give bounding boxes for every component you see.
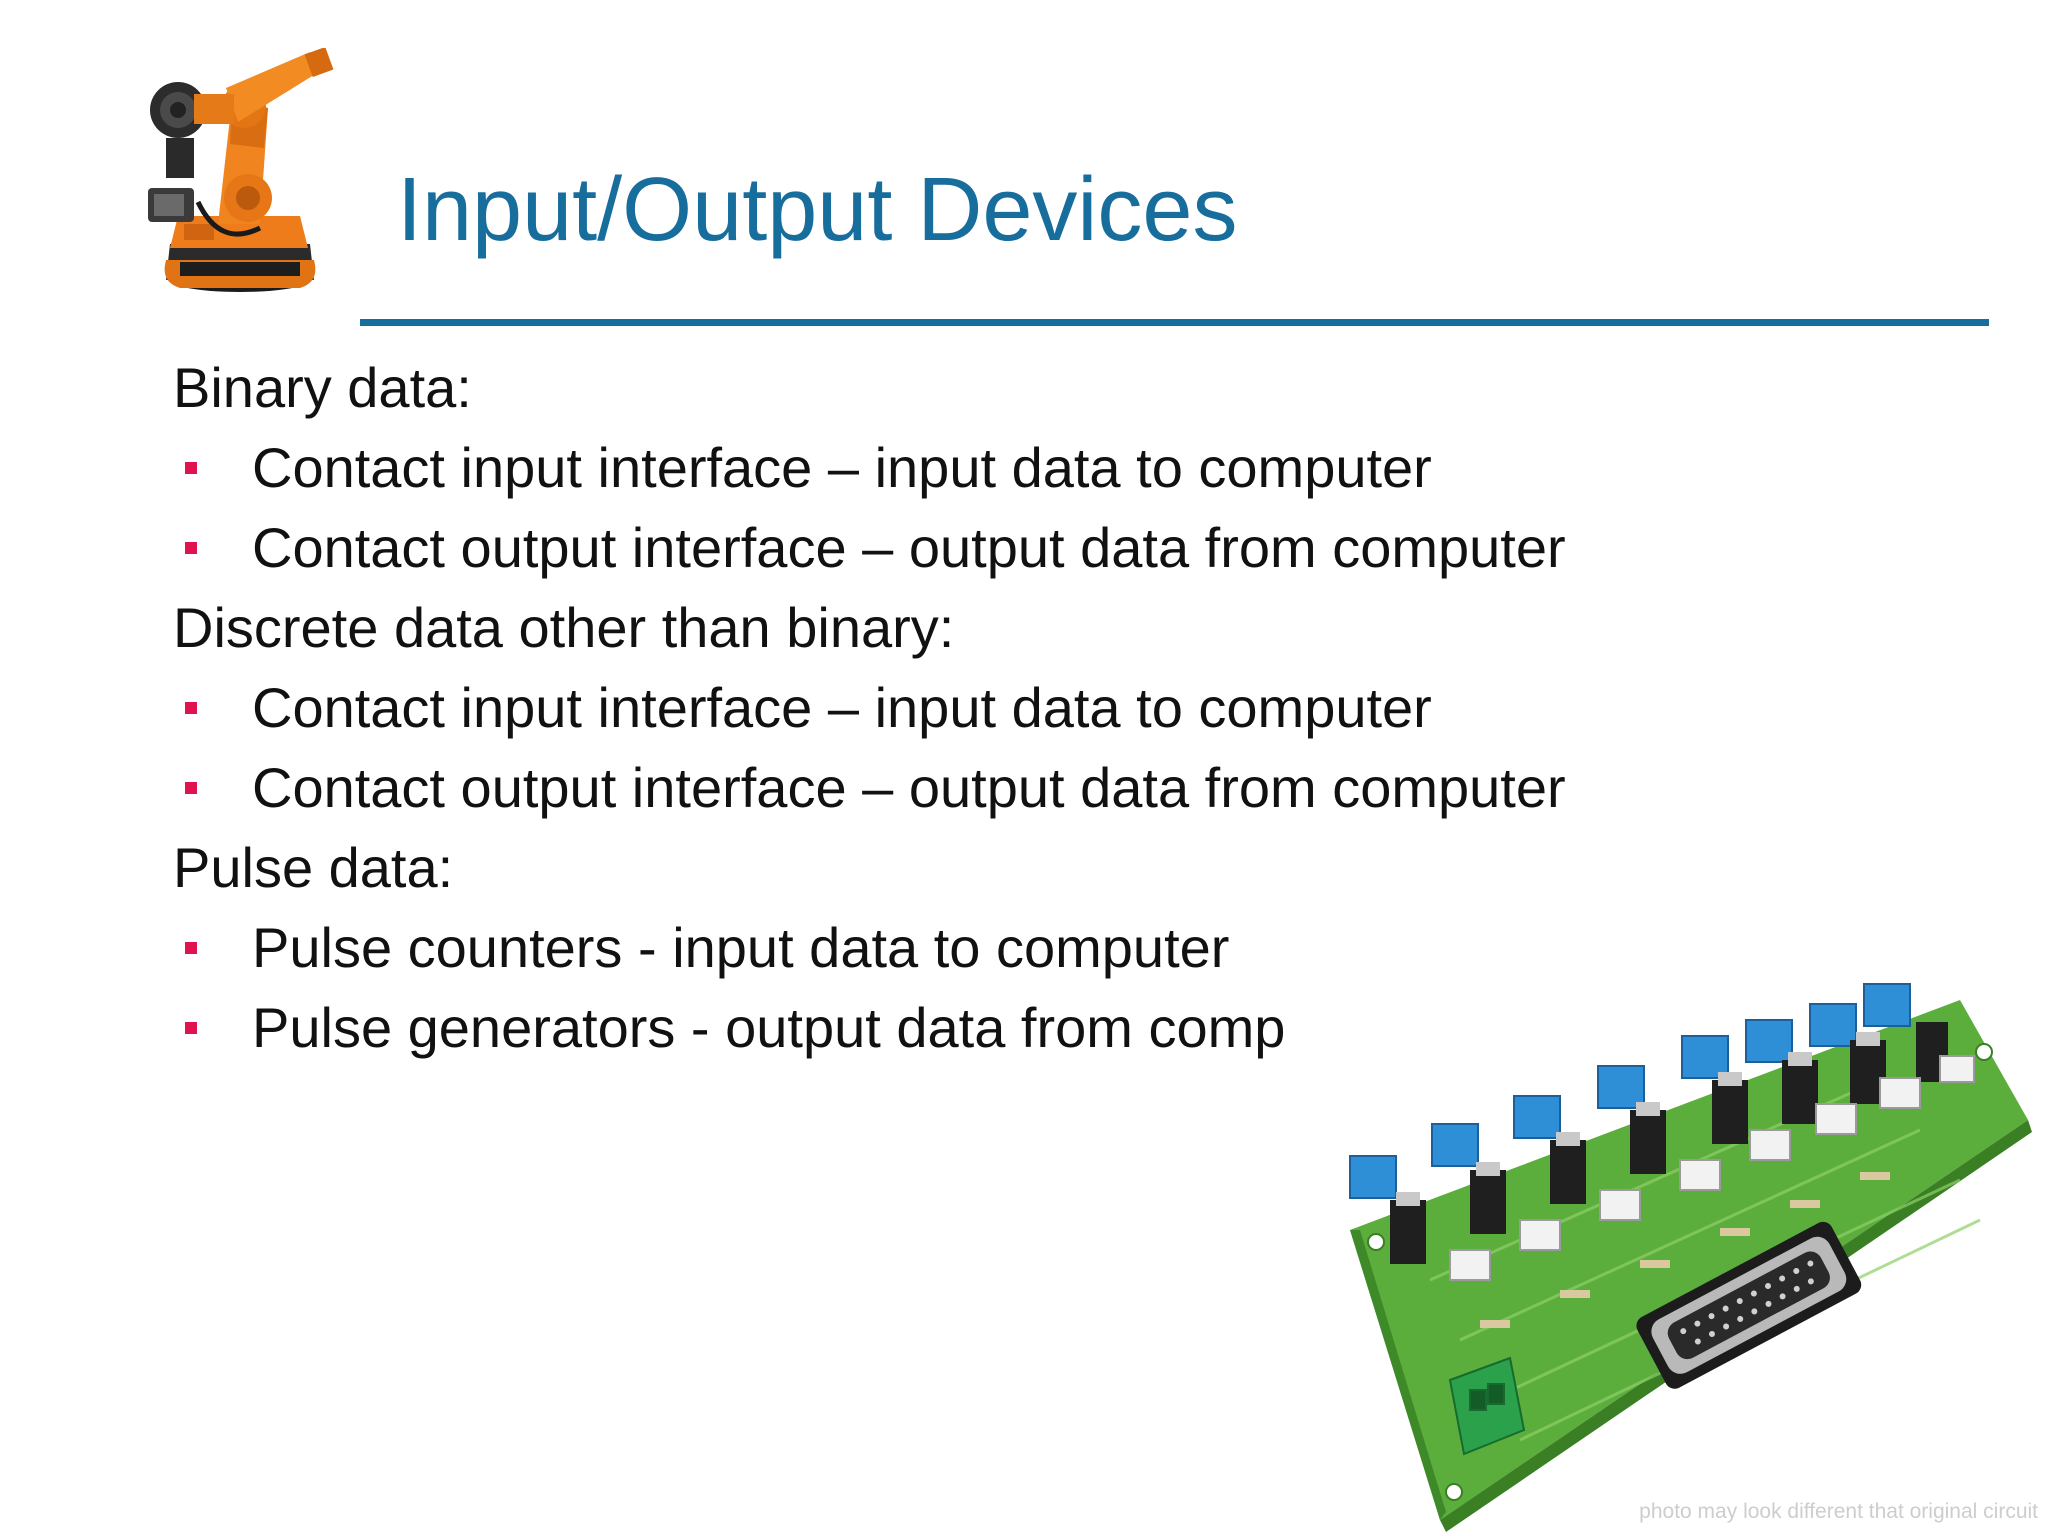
bullet-text: Contact input interface – input data to …	[252, 676, 1432, 739]
photo-caption: photo may look different that original c…	[1639, 1500, 2038, 1523]
bullet-item: Pulse counters - input data to computer	[173, 908, 1673, 988]
bullet-item: Contact input interface – input data to …	[173, 428, 1673, 508]
bullet-item: Contact input interface – input data to …	[173, 668, 1673, 748]
square-bullet-icon	[185, 542, 197, 554]
section-heading-binary: Binary data:	[173, 356, 472, 419]
bullet-text: Contact output interface – output data f…	[252, 756, 1566, 819]
slide-content: Binary data: Contact input interface – i…	[173, 348, 1673, 1068]
bullet-text: Contact output interface – output data f…	[252, 516, 1566, 579]
square-bullet-icon	[185, 462, 197, 474]
square-bullet-icon	[185, 782, 197, 794]
section-heading-pulse: Pulse data:	[173, 836, 454, 899]
bullet-text: Pulse generators - output data from comp	[252, 996, 1286, 1059]
robot-arm-image	[148, 48, 334, 292]
bullet-text: Contact input interface – input data to …	[252, 436, 1432, 499]
square-bullet-icon	[185, 702, 197, 714]
bullet-text: Pulse counters - input data to computer	[252, 916, 1230, 979]
circuit-board-image	[1349, 983, 2032, 1532]
bullet-item: Contact output interface – output data f…	[173, 508, 1673, 588]
square-bullet-icon	[185, 942, 197, 954]
slide-title: Input/Output Devices	[397, 160, 1238, 260]
bullet-item: Pulse generators - output data from comp	[173, 988, 1673, 1068]
section-heading-discrete: Discrete data other than binary:	[173, 596, 955, 659]
square-bullet-icon	[185, 1022, 197, 1034]
bullet-item: Contact output interface – output data f…	[173, 748, 1673, 828]
title-underline	[360, 319, 1989, 326]
